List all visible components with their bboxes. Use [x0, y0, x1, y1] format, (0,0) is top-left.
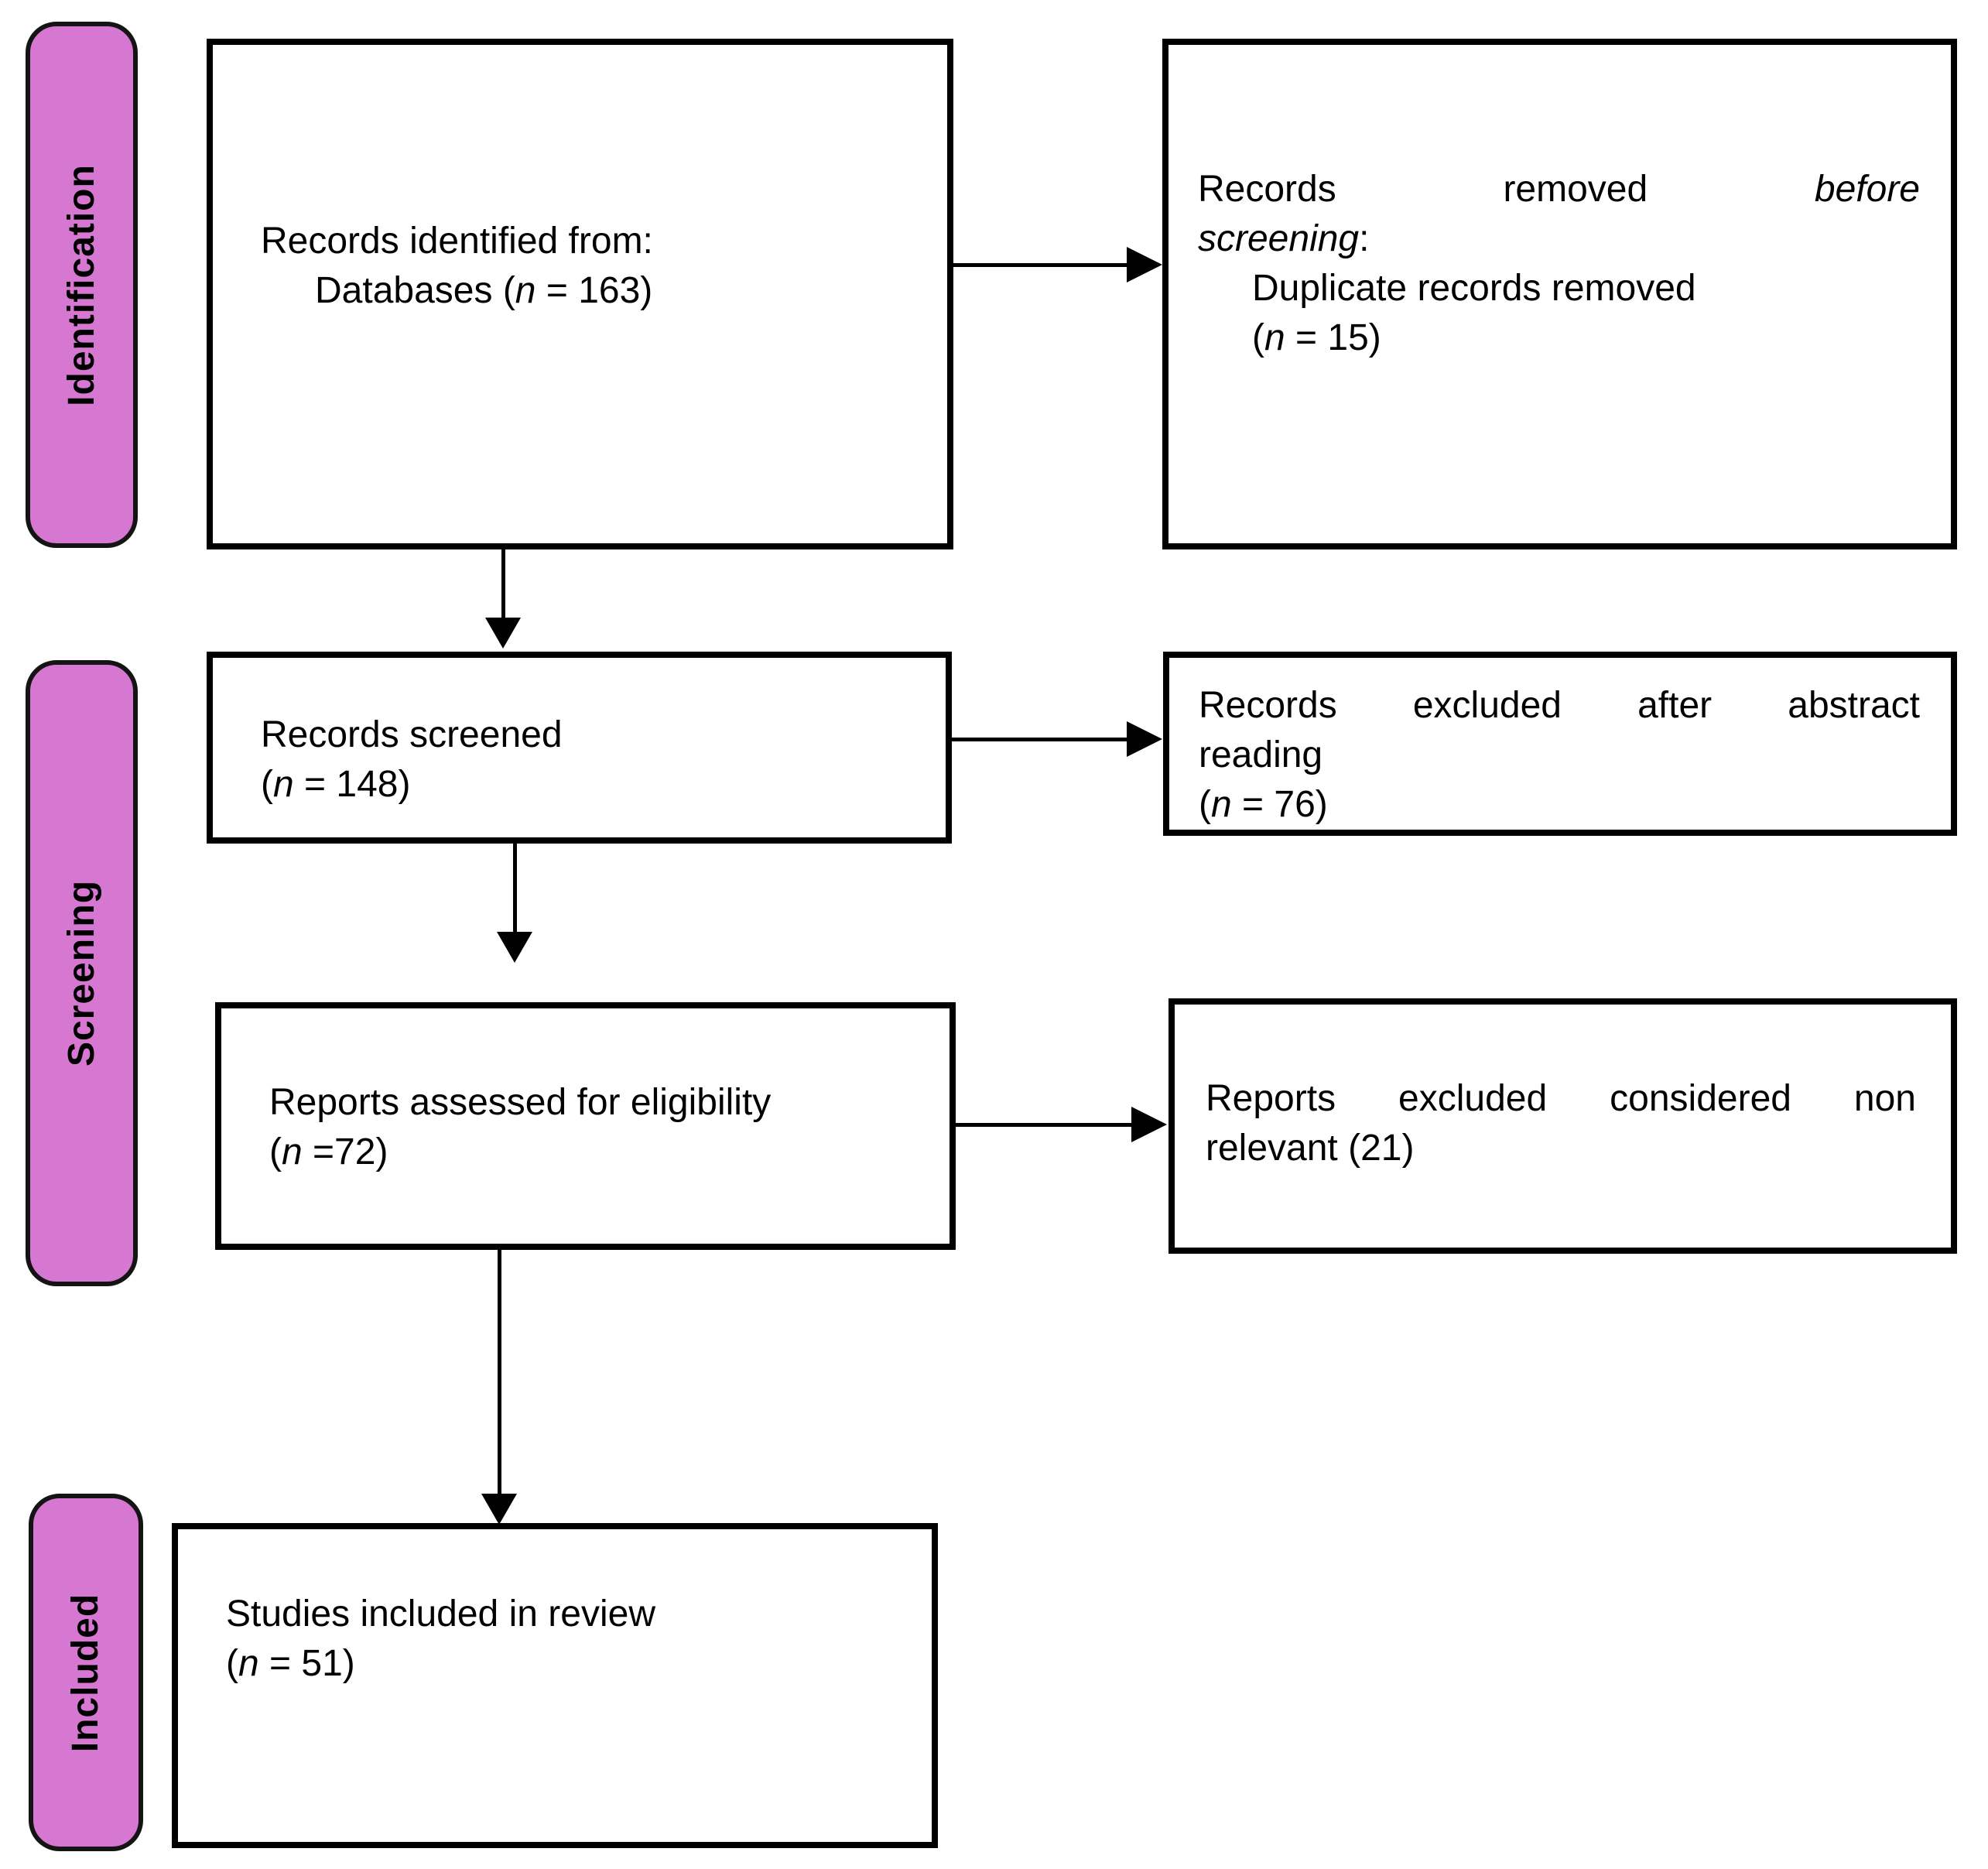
arrow-screened-to-assessed-head-icon — [497, 932, 532, 963]
stage-label-identification-text: Identification — [61, 163, 103, 406]
arrow-assessed-to-nonrelevant-head-icon — [1131, 1107, 1167, 1142]
arrow-identified-to-removed-head-icon — [1127, 247, 1162, 282]
arrow-screened-to-excluded-head-icon — [1127, 721, 1162, 757]
arrow-identified-to-screened-line — [501, 549, 505, 619]
stage-label-identification: Identification — [26, 22, 138, 548]
stage-label-included: Included — [29, 1494, 143, 1851]
flow-box-records-identified-text: Records identified from:Databases (n = 1… — [261, 221, 653, 311]
stage-label-included-text: Included — [65, 1593, 107, 1752]
flow-box-reports-assessed: Reports assessed for eligibility(n =72) — [215, 1002, 956, 1250]
flow-box-studies-included: Studies included in review(n = 51) — [172, 1523, 938, 1848]
flow-box-reports-assessed-text: Reports assessed for eligibility(n =72) — [269, 1082, 772, 1172]
arrow-assessed-to-nonrelevant-line — [956, 1123, 1131, 1127]
flow-box-records-screened: Records screened(n = 148) — [207, 652, 952, 844]
arrow-assessed-to-included-head-icon — [481, 1494, 517, 1525]
arrow-screened-to-assessed-line — [513, 844, 517, 933]
stage-label-screening: Screening — [26, 660, 138, 1286]
arrow-identified-to-removed-line — [953, 263, 1127, 267]
arrow-assessed-to-included-line — [498, 1250, 501, 1495]
flow-box-records-screened-text: Records screened(n = 148) — [261, 714, 563, 805]
arrow-identified-to-screened-head-icon — [485, 618, 521, 649]
flow-box-records-identified: Records identified from:Databases (n = 1… — [207, 39, 953, 549]
flow-box-studies-included-text: Studies included in review(n = 51) — [226, 1593, 655, 1684]
stage-label-screening-text: Screening — [61, 879, 103, 1067]
arrow-screened-to-excluded-line — [952, 738, 1127, 741]
